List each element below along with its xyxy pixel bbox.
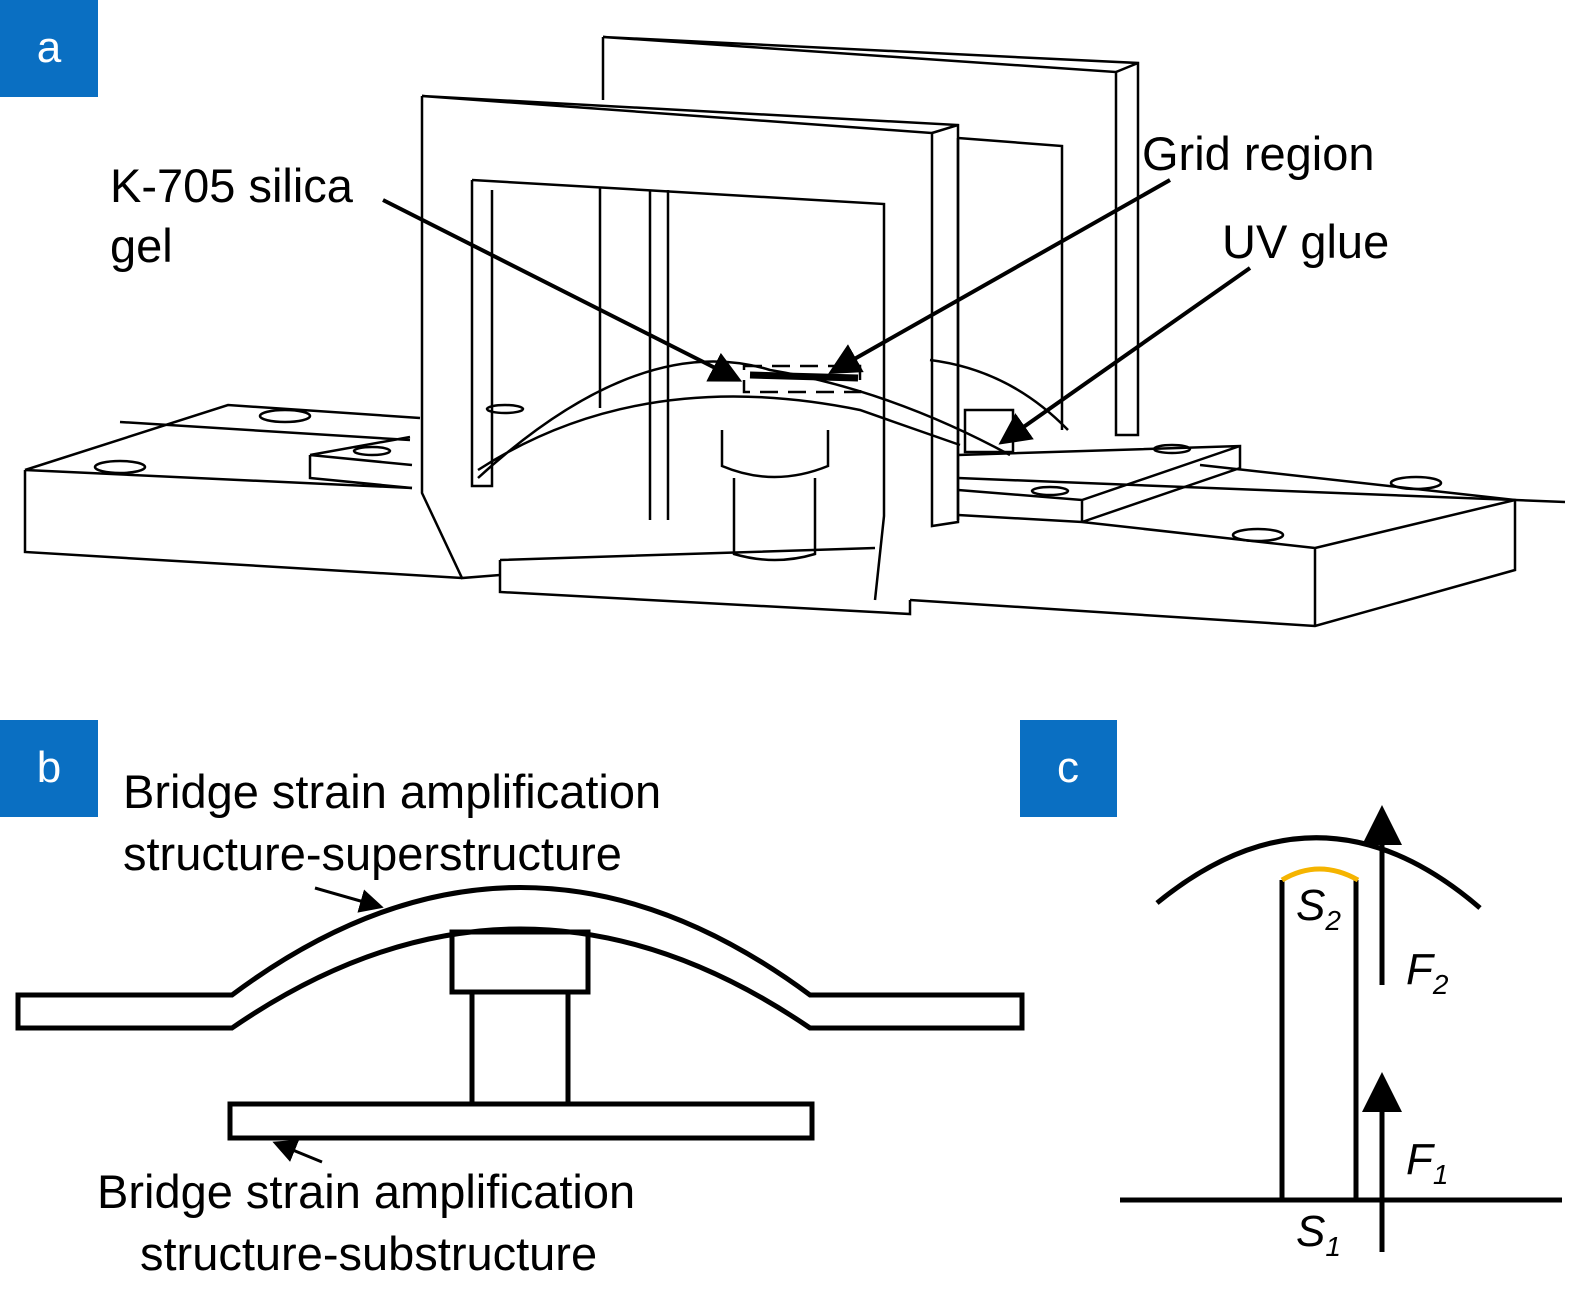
substructure-label-line2: structure-substructure: [140, 1227, 597, 1280]
panel-a-badge: [0, 0, 98, 97]
grid-region-arrow: [828, 178, 1171, 374]
post-column: [469, 989, 571, 1107]
silica-gel-label-line2: gel: [110, 219, 173, 272]
substructure-arrow: [272, 1139, 323, 1164]
uv-glue-box: [963, 408, 1015, 454]
arc-curve: [1155, 835, 1482, 910]
panel-b-badge: [0, 720, 98, 817]
label-f2: F2: [1406, 945, 1449, 1000]
silica-gel-label-line1: K-705 silica: [110, 159, 354, 212]
panel-b: b Bridge strain amplification structure-…: [0, 720, 1025, 1280]
superstructure-label-line1: Bridge strain amplification: [123, 765, 661, 818]
superstructure: [15, 885, 1025, 1031]
label-s2: S2: [1296, 881, 1341, 936]
post: [720, 430, 830, 562]
grid-region-box: [742, 364, 862, 394]
panel-a: a: [0, 0, 1566, 628]
back-frame: [956, 136, 1064, 520]
substructure: [227, 1101, 815, 1141]
fixture-drawing: [23, 35, 1566, 628]
front-frame: [420, 94, 960, 580]
uv-glue-arrow: [998, 266, 1252, 445]
label-s1: S1: [1296, 1207, 1341, 1262]
bottom-plate: [498, 546, 912, 616]
front-frame-window: [470, 178, 886, 601]
optical-fiber: [119, 420, 1566, 504]
right-base-block: [909, 444, 1517, 628]
grid-region-label: Grid region: [1142, 127, 1375, 180]
left-base-block: [23, 403, 463, 580]
panel-c-badge: [1020, 720, 1117, 817]
uv-glue-label: UV glue: [1222, 215, 1389, 268]
silica-gel-arrow: [382, 198, 743, 382]
panel-b-badge-label: b: [37, 743, 61, 792]
panel-c-badge-label: c: [1057, 743, 1079, 792]
post-cap: [449, 929, 591, 995]
panel-a-badge-label: a: [37, 23, 62, 72]
superstructure-arrow: [314, 886, 384, 913]
label-f1: F1: [1406, 1135, 1448, 1190]
bridge-arch: [477, 360, 1011, 479]
panel-c: c S2 F2 F1 S1: [1020, 720, 1562, 1262]
highlight-arc: [1280, 866, 1360, 883]
back-plate: [602, 35, 1140, 437]
superstructure-label-line2: structure-superstructure: [123, 827, 622, 880]
substructure-label-line1: Bridge strain amplification: [97, 1165, 635, 1218]
